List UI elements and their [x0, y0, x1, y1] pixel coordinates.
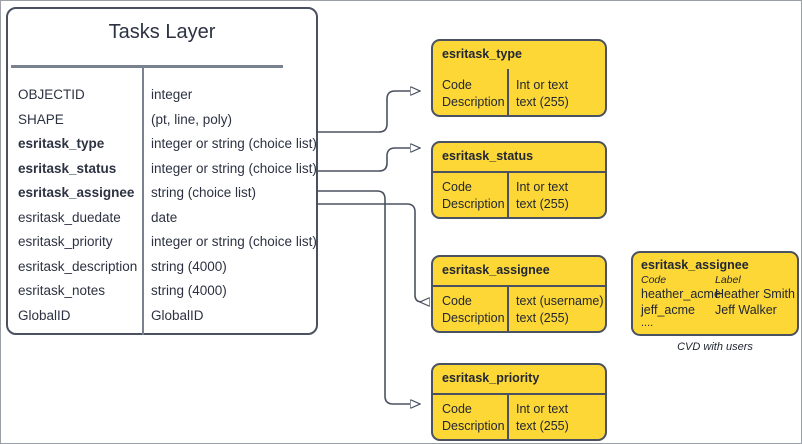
table-row[interactable]: esritask_notes string (4000) [8, 283, 316, 308]
domain-right-row: Int or text [516, 78, 569, 92]
table-row[interactable]: esritask_description string (4000) [8, 259, 316, 284]
field-name: esritask_description [18, 258, 138, 274]
field-type: integer or string (choice list) [151, 234, 317, 249]
table-row[interactable]: esritask_assignee string (choice list) [8, 185, 316, 210]
domain-header-divider [433, 171, 605, 173]
field-name: GlobalID [18, 307, 71, 323]
table-row[interactable]: esritask_type integer or string (choice … [8, 136, 317, 161]
domain-left-col: Code Description [442, 77, 505, 111]
domain-left-row: Description [442, 419, 505, 433]
field-type: integer or string (choice list) [151, 136, 317, 151]
field-type: date [151, 209, 178, 225]
field-name: esritask_assignee [18, 185, 135, 200]
connector-assignee [318, 203, 422, 302]
domain-right-col: Int or text text (255) [516, 77, 569, 111]
cvd-ellipsis: .... [641, 317, 654, 329]
domain-left-col: Code Description [442, 293, 505, 327]
table-row[interactable]: esritask_duedate date [8, 210, 316, 235]
domain-right-row: text (username) [516, 294, 604, 308]
cvd-row-code: jeff_acme [641, 303, 695, 317]
domain-title: esritask_status [442, 149, 534, 163]
field-name: esritask_status [18, 160, 117, 176]
connector-type [318, 91, 420, 133]
layer-title-divider [11, 65, 283, 68]
domain-right-row: text (255) [516, 311, 569, 325]
domain-left-row: Description [442, 311, 505, 325]
domain-right-col: Int or text text (255) [516, 401, 569, 435]
domain-left-row: Code [442, 180, 472, 194]
cvd-row-code: heather_acme [641, 287, 721, 301]
cvd-users-box[interactable]: esritask_assignee Code Label heather_acm… [631, 251, 799, 336]
field-name: SHAPE [18, 111, 64, 127]
layer-field-list: OBJECTID integer SHAPE (pt, line, poly) … [8, 87, 317, 333]
field-name: esritask_priority [18, 234, 113, 249]
connector-status [318, 148, 420, 172]
table-row[interactable]: esritask_priority integer or string (cho… [8, 234, 317, 259]
domain-title: esritask_assignee [442, 263, 550, 277]
domain-title: esritask_priority [442, 371, 540, 385]
table-row[interactable]: esritask_status integer or string (choic… [8, 160, 317, 186]
cvd-title: esritask_assignee [641, 258, 749, 272]
domain-column-divider [507, 171, 509, 217]
domain-left-row: Code [442, 78, 472, 92]
domain-left-row: Description [442, 197, 505, 211]
field-type: string (4000) [151, 258, 227, 274]
domain-right-row: text (255) [516, 419, 569, 433]
domain-header-divider [433, 393, 605, 395]
domain-column-divider [507, 393, 509, 439]
domain-header-divider [433, 285, 605, 287]
domain-column-divider [507, 69, 509, 115]
domain-right-row: text (255) [516, 197, 569, 211]
tasks-layer-box[interactable]: Tasks Layer OBJECTID integer SHAPE (pt, … [6, 7, 318, 335]
domain-left-col: Code Description [442, 179, 505, 213]
field-type: string (choice list) [151, 185, 257, 200]
domain-right-col: text (username) text (255) [516, 293, 604, 327]
field-type: GlobalID [151, 307, 204, 323]
field-type: (pt, line, poly) [151, 111, 233, 127]
field-name: OBJECTID [18, 87, 85, 102]
domain-left-row: Description [442, 95, 505, 109]
cvd-row-label: Jeff Walker [715, 303, 777, 317]
domain-right-row: Int or text [516, 402, 569, 416]
domain-right-row: Int or text [516, 180, 569, 194]
domain-right-row: text (255) [516, 95, 569, 109]
domain-right-col: Int or text text (255) [516, 179, 569, 213]
field-type: integer [151, 87, 193, 102]
domain-box-esritask-priority[interactable]: esritask_priority Code Description Int o… [431, 363, 607, 441]
cvd-caption: CVD with users [677, 341, 753, 353]
domain-left-col: Code Description [442, 401, 505, 435]
layer-column-divider [142, 68, 144, 335]
domain-box-esritask-type[interactable]: esritask_type Code Description Int or te… [431, 39, 607, 117]
connector-priority [318, 190, 420, 404]
cvd-row-label: Heather Smith [715, 287, 795, 301]
table-row[interactable]: SHAPE (pt, line, poly) [8, 112, 316, 137]
field-name: esritask_notes [18, 283, 106, 298]
field-type: integer or string (choice list) [151, 160, 317, 176]
domain-left-row: Code [442, 294, 472, 308]
field-name: esritask_duedate [18, 209, 121, 225]
field-name: esritask_type [18, 136, 105, 151]
domain-left-row: Code [442, 402, 472, 416]
field-type: string (4000) [151, 283, 227, 298]
domain-box-esritask-status[interactable]: esritask_status Code Description Int or … [431, 141, 607, 219]
domain-box-esritask-assignee[interactable]: esritask_assignee Code Description text … [431, 255, 607, 333]
cvd-header-code: Code [641, 274, 667, 286]
domain-title: esritask_type [442, 47, 522, 61]
domain-column-divider [507, 285, 509, 331]
cvd-header-label: Label [715, 274, 741, 286]
layer-title: Tasks Layer [108, 21, 216, 43]
table-row[interactable]: OBJECTID integer [8, 87, 316, 112]
table-row[interactable]: GlobalID GlobalID [8, 308, 316, 333]
